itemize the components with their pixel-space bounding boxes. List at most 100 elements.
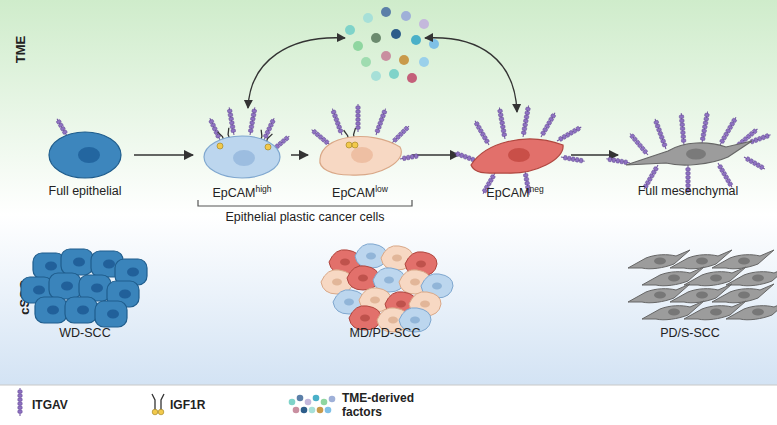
- receptor-segment: [630, 134, 635, 139]
- receptor-segment: [252, 109, 257, 113]
- cell-label: WD-SCC: [59, 326, 110, 340]
- itgav-receptor: [679, 113, 686, 145]
- nucleus: [351, 147, 373, 163]
- receptor-segment: [686, 176, 690, 179]
- tissue-cell: [95, 301, 127, 327]
- receptor-segment: [563, 155, 567, 160]
- nucleus: [416, 261, 426, 268]
- factor-dot: [371, 71, 381, 81]
- receptor-segment: [249, 125, 254, 129]
- tissue-cell: [49, 273, 81, 299]
- tissue-illustration: [21, 249, 147, 327]
- tme-band: [0, 0, 777, 215]
- receptor-segment: [686, 172, 690, 175]
- receptor-segment: [332, 114, 337, 119]
- nucleus: [686, 149, 706, 160]
- nucleus: [119, 290, 131, 299]
- receptor-stalk: [57, 119, 67, 136]
- transition-arrow: [571, 154, 618, 156]
- factor-dot: [325, 407, 332, 414]
- ligand: [346, 142, 352, 148]
- receptor-segment: [228, 113, 233, 117]
- receptor-segment: [579, 158, 583, 163]
- node-illustration: [615, 248, 765, 324]
- cell-node: Full epithelial: [40, 116, 130, 200]
- receptor-stalk: [720, 117, 736, 145]
- receptor-segment: [679, 115, 684, 119]
- itgav-receptor: [556, 125, 582, 143]
- nucleus: [738, 292, 750, 299]
- label-text: PD/S-SCC: [660, 326, 720, 340]
- label-superscript: low: [375, 184, 388, 194]
- receptor-segment: [227, 109, 232, 113]
- itgav-receptor: [18, 388, 22, 416]
- receptor-segment: [356, 122, 360, 125]
- label-superscript: neg: [529, 184, 543, 194]
- cell-label: EpCAMhigh: [212, 184, 271, 200]
- itgav-receptor: [747, 133, 771, 145]
- nucleus: [432, 283, 442, 290]
- receptor-segment: [474, 121, 479, 126]
- factor-cloud: [345, 7, 439, 83]
- receptor-segment: [312, 129, 317, 134]
- receptor-segment: [402, 156, 406, 161]
- nucleus: [344, 299, 354, 306]
- receptor-segment: [501, 129, 506, 133]
- nucleus: [107, 310, 119, 319]
- receptor-segment: [522, 127, 527, 131]
- receptor-segment: [523, 173, 528, 177]
- legend-divider: [0, 385, 777, 386]
- nucleus: [410, 279, 420, 286]
- cell-body: [204, 136, 280, 178]
- receptor-segment: [525, 111, 530, 115]
- cell-illustration: [606, 111, 771, 193]
- receptor-segment: [251, 113, 256, 117]
- tissue-node: PD/S-SCC: [615, 248, 765, 342]
- cell-label: PD/S-SCC: [660, 326, 720, 340]
- receptor-segment: [761, 135, 766, 140]
- receptor-segment: [656, 128, 661, 133]
- receptor-segment: [356, 118, 360, 121]
- receptor-segment: [229, 117, 234, 121]
- cell-body: [320, 137, 402, 176]
- receptor-stalk: [541, 113, 555, 137]
- receptor-segment: [380, 114, 385, 119]
- ligand: [265, 144, 271, 150]
- itgav-receptor: [718, 116, 738, 146]
- factor-dot: [407, 73, 417, 83]
- receptor-segment: [375, 129, 380, 134]
- itgav-receptor: [248, 107, 257, 135]
- factor-dot: [429, 39, 439, 49]
- receptor-segment: [498, 113, 503, 117]
- factor-dot: [321, 399, 328, 406]
- factor-dot: [329, 396, 336, 403]
- receptor-segment: [500, 125, 505, 129]
- label-text: Full epithelial: [49, 184, 122, 198]
- receptor-segment: [18, 394, 22, 397]
- nucleus: [668, 275, 680, 282]
- factor-dot: [371, 33, 381, 43]
- tissue-node: MD/PD-SCC: [320, 244, 450, 342]
- receptor-segment: [765, 133, 770, 138]
- cell-node: Full mesenchymal: [622, 116, 754, 200]
- receptor-segment: [661, 139, 666, 144]
- receptor-segment: [456, 151, 461, 156]
- factor-dot: [317, 407, 324, 414]
- receptor-segment: [523, 123, 528, 127]
- legend-text: IGF1R: [170, 398, 205, 412]
- transition-arrow: [291, 154, 308, 156]
- receptor-segment: [248, 129, 253, 133]
- nucleus: [61, 282, 73, 291]
- receptor-segment: [681, 131, 686, 135]
- label-text: Full mesenchymal: [638, 184, 739, 198]
- receptor-stalk: [718, 163, 732, 187]
- receptor-segment: [550, 113, 555, 118]
- receptor-segment: [752, 129, 757, 134]
- receptor-stalk: [392, 126, 409, 143]
- factor-dot: [391, 29, 401, 39]
- receptor-segment: [376, 125, 381, 130]
- label-text: MD/PD-SCC: [350, 326, 421, 340]
- nucleus: [47, 306, 59, 315]
- itgav-receptor: [700, 111, 710, 143]
- receptor-stalk: [312, 130, 330, 145]
